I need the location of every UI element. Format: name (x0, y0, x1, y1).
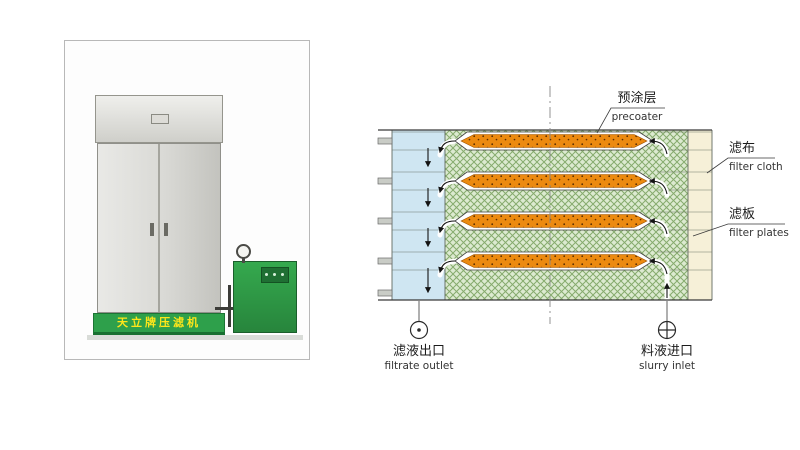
label-precoater-en: precoater (612, 111, 663, 123)
label-slurry-inlet-cn: 料液进口 (641, 344, 693, 359)
plate-stack-body (392, 130, 712, 300)
label-filter-cloth-cn: 滤布 (729, 141, 755, 156)
precoat-layer (460, 214, 648, 228)
chamber-row (454, 131, 654, 151)
door-handle-right (164, 223, 168, 236)
label-filtrate-outlet-cn: 滤液出口 (393, 344, 445, 359)
port-symbols (409, 320, 677, 340)
filter-cloth-strip (688, 130, 712, 300)
machine-vent-cap (151, 114, 169, 124)
filter-cloth-leader (706, 157, 775, 174)
precoat-layer (460, 174, 648, 188)
pump-pipe-vertical (228, 285, 231, 327)
gauge-stem (242, 258, 245, 263)
plate-lugs (377, 137, 393, 297)
panel-button (281, 273, 284, 276)
pressure-gauge (236, 244, 251, 259)
pump-pipe-horizontal (215, 307, 233, 310)
chamber-row (454, 251, 654, 271)
precoat-layer (460, 254, 648, 268)
label-filter-plates-en: filter plates (729, 227, 789, 239)
plate-boundary-lines (391, 130, 713, 300)
product-photo: 天立牌压滤机 (64, 40, 310, 360)
label-precoater-cn: 预涂层 (617, 90, 656, 106)
flow-arrows (424, 137, 671, 298)
filter-plates-leader (692, 223, 785, 237)
label-slurry-inlet-en: slurry inlet (639, 360, 695, 372)
label-filter-plates-cn: 滤板 (729, 207, 755, 222)
machine-base-label: 天立牌压滤机 (93, 313, 225, 335)
chamber-row (454, 171, 654, 191)
cabinet-door-seam (158, 144, 160, 312)
stack-frame-lines (378, 129, 712, 301)
chamber-rows (454, 131, 654, 271)
door-handle-left (150, 223, 154, 236)
precoat-layer (460, 134, 648, 148)
label-filter-cloth-en: filter cloth (729, 161, 783, 173)
label-leaders (418, 107, 785, 321)
panel-button (265, 273, 268, 276)
panel-button (273, 273, 276, 276)
floor-shadow (87, 335, 303, 340)
precoater-leader (596, 107, 665, 134)
chamber-row (454, 211, 654, 231)
working-principle-diagram: 预涂层 precoater 滤布 filter cloth 滤板 filter … (377, 86, 789, 372)
label-filtrate-outlet-en: filtrate outlet (384, 360, 453, 372)
outlet-dot (417, 328, 421, 332)
filtrate-channel (392, 130, 445, 300)
